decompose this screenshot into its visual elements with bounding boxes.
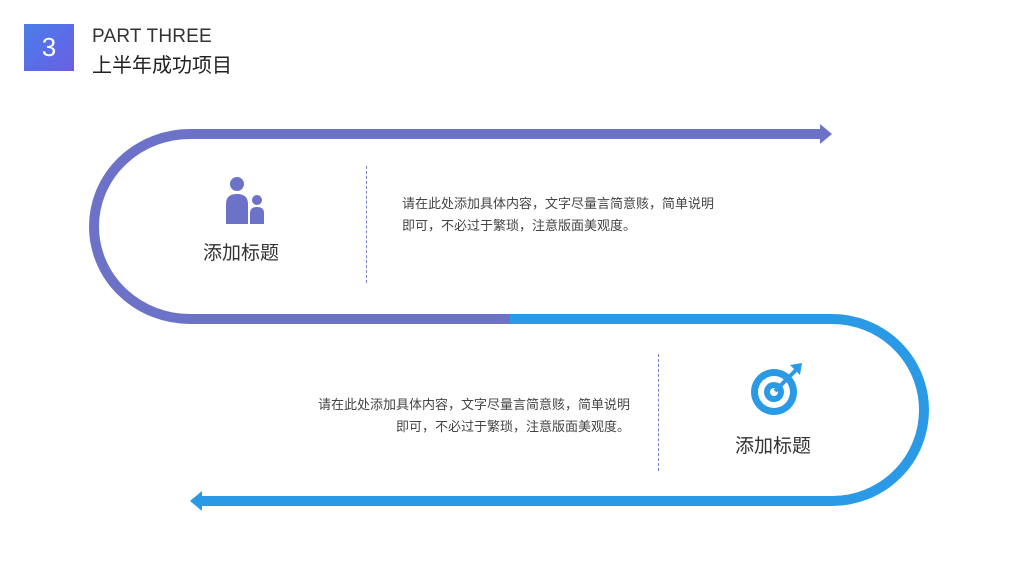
item-2-description: 请在此处添加具体内容，文字尽量言简意赅，简单说明 即可，不必过于繁琐，注意版面美… (262, 395, 630, 439)
right-track-arc (831, 314, 929, 506)
section-number-badge: 3 (24, 24, 74, 71)
top-arrow-head-icon (820, 124, 832, 144)
left-track-arc (89, 129, 191, 324)
item-2-title: 添加标题 (735, 435, 812, 457)
item-1-desc-line2: 即可，不必过于繁琐，注意版面美观度。 (402, 219, 637, 234)
section-title: 上半年成功项目 (92, 53, 232, 77)
item-1-desc-line1: 请在此处添加具体内容，文字尽量言简意赅，简单说明 (402, 197, 715, 212)
section-number: 3 (41, 32, 57, 62)
target-icon (748, 361, 806, 417)
users-icon (224, 176, 266, 226)
item-1-description: 请在此处添加具体内容，文字尽量言简意赅，简单说明 即可，不必过于繁琐，注意版面美… (402, 194, 714, 238)
item-2-desc-line1: 请在此处添加具体内容，文字尽量言简意赅，简单说明 (317, 398, 630, 413)
item-1-divider (366, 166, 367, 283)
item-1-title: 添加标题 (203, 242, 280, 264)
part-label: PART THREE (92, 26, 212, 47)
bottom-arrow-head-icon (190, 491, 202, 511)
item-2-desc-line2: 即可，不必过于繁琐，注意版面美观度。 (395, 420, 630, 435)
item-2-divider (658, 354, 659, 471)
